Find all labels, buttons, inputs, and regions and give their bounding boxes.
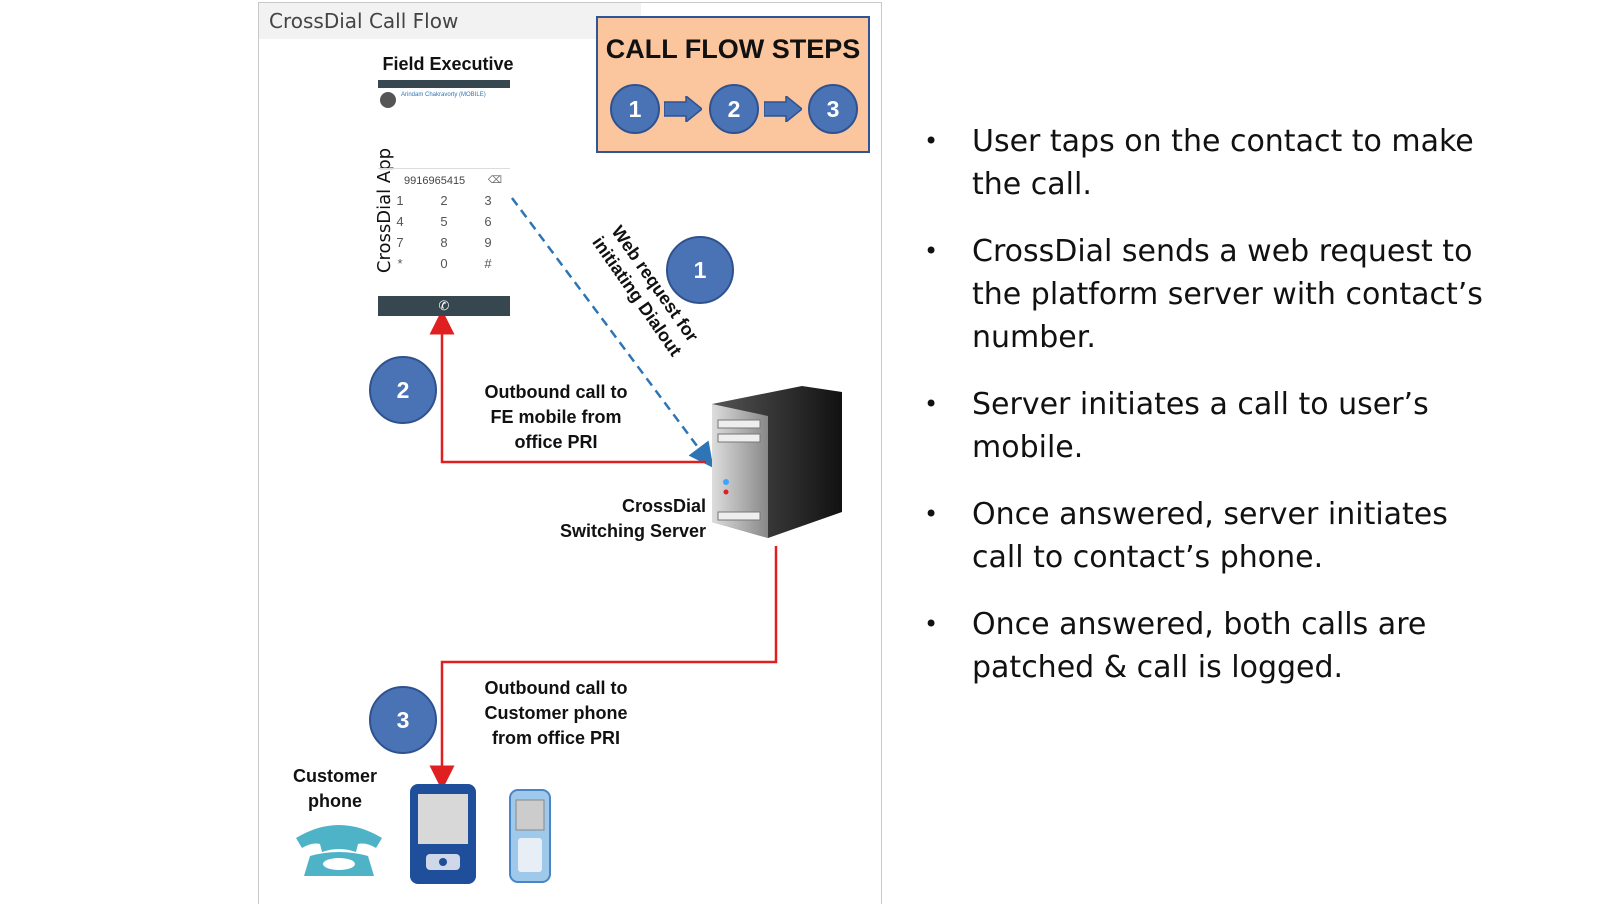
- dial-call-button: ✆: [378, 296, 510, 316]
- key-6: 6: [484, 214, 492, 229]
- keypad-keys: 1 2 3 4 5 6 7 8 9 * 0 #: [378, 193, 510, 271]
- bullet-item: • CrossDial sends a web request to the p…: [924, 230, 1484, 359]
- steps-arrow-2: [764, 96, 802, 122]
- key-2: 2: [440, 193, 448, 208]
- bullet-dot-icon: •: [924, 237, 939, 265]
- bullet-text: User taps on the contact to make the cal…: [972, 124, 1474, 202]
- landline-phone-icon: [296, 825, 382, 876]
- bullet-list: • User taps on the contact to make the c…: [924, 120, 1484, 713]
- steps-circle-3: 3: [808, 84, 858, 134]
- key-0: 0: [440, 256, 448, 271]
- steps-circle-2: 2: [709, 84, 759, 134]
- dialer-keypad: 9916965415 ⌫ 1 2 3 4 5 6 7 8 9 * 0 #: [378, 168, 510, 319]
- call-flow-steps-box: CALL FLOW STEPS 1 2 3: [596, 16, 870, 153]
- outbound-customer-label: Outbound call to Customer phone from off…: [484, 678, 628, 748]
- key-1: 1: [396, 193, 404, 208]
- phone-call-icon: ✆: [438, 298, 450, 313]
- bullet-text: Once answered, both calls are patched & …: [972, 607, 1427, 685]
- steps-title: CALL FLOW STEPS: [605, 34, 861, 64]
- bullet-item: • Server initiates a call to user’s mobi…: [924, 383, 1484, 469]
- outbound-fe-arrow: [429, 309, 706, 464]
- bullet-item: • Once answered, server initiates call t…: [924, 493, 1484, 579]
- key-3: 3: [484, 193, 492, 208]
- bullet-dot-icon: •: [924, 610, 939, 638]
- bullet-dot-icon: •: [924, 500, 939, 528]
- dialed-number: 9916965415: [404, 175, 466, 187]
- key-8: 8: [440, 235, 448, 250]
- key-star: *: [397, 256, 403, 271]
- contact-avatar: [380, 92, 396, 108]
- mobile-phone-icon: [509, 789, 551, 883]
- key-4: 4: [396, 214, 404, 229]
- key-hash: #: [484, 256, 492, 271]
- server-label: CrossDial Switching Server: [559, 496, 706, 541]
- key-7: 7: [396, 235, 404, 250]
- pda-phone-icon: [410, 784, 476, 884]
- bullet-dot-icon: •: [924, 127, 939, 155]
- steps-circle-1: 1: [610, 84, 660, 134]
- step-1-circle: 1: [666, 236, 734, 304]
- customer-phone-label: Customer phone: [292, 766, 377, 811]
- server-icon: [712, 386, 842, 538]
- key-9: 9: [484, 235, 492, 250]
- key-5: 5: [440, 214, 448, 229]
- bullet-item: • User taps on the contact to make the c…: [924, 120, 1484, 206]
- step-3-circle: 3: [369, 686, 437, 754]
- bullet-text: Once answered, server initiates call to …: [972, 497, 1448, 575]
- field-executive-label: Field Executive: [382, 54, 514, 74]
- panel-title: CrossDial Call Flow: [259, 3, 641, 39]
- steps-arrow-1: [664, 96, 702, 122]
- outbound-customer-arrow: [429, 546, 778, 791]
- step-2-circle: 2: [369, 356, 437, 424]
- contact-name: Arindam Chakravorty (MOBILE): [401, 92, 486, 98]
- outbound-fe-label: Outbound call to FE mobile from office P…: [484, 382, 628, 452]
- web-request-arrow: [510, 197, 714, 469]
- bullet-dot-icon: •: [924, 390, 939, 418]
- bullet-text: CrossDial sends a web request to the pla…: [972, 234, 1483, 355]
- bullet-text: Server initiates a call to user’s mobile…: [972, 387, 1429, 465]
- backspace-icon: ⌫: [487, 175, 502, 186]
- phone-status-bar: [378, 80, 510, 88]
- bullet-item: • Once answered, both calls are patched …: [924, 603, 1484, 689]
